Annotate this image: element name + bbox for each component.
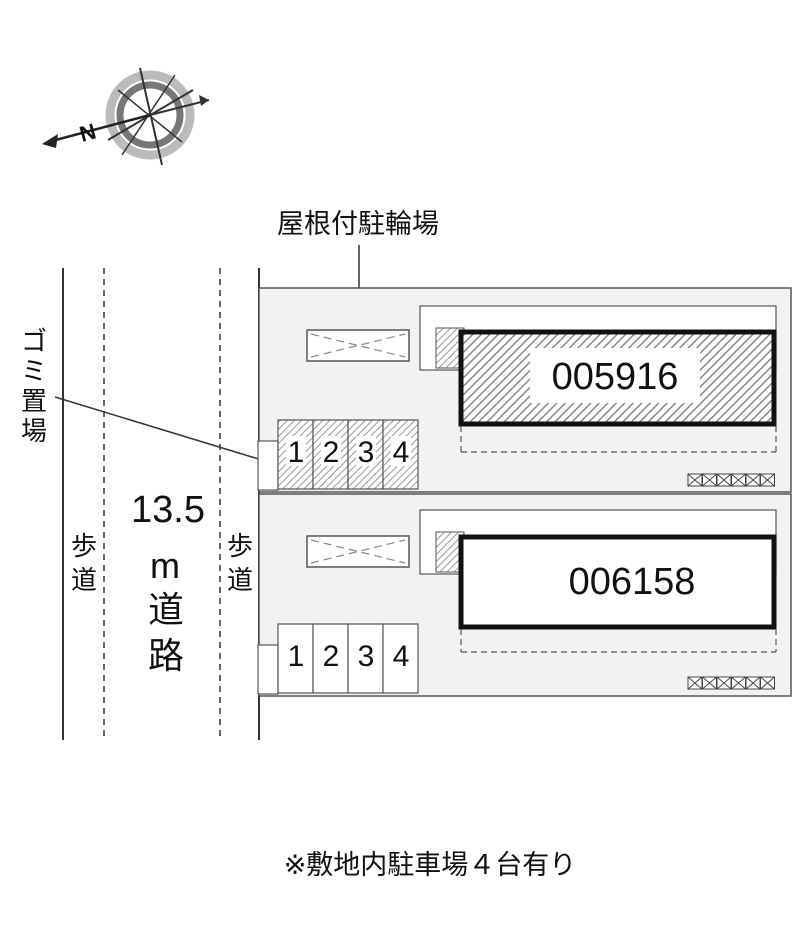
sidewalk-right-label: 歩道 [227,532,253,596]
compass-label: N [77,119,99,147]
bicycle-parking-label: 屋根付駐輪場 [277,209,439,240]
parking-space-number: 2 [323,640,340,673]
fence-marker-lower [687,676,775,690]
parking-space-number: 1 [288,436,305,469]
garbage-box [257,440,279,491]
north-arrow-icon [42,67,210,166]
parking-space-number: 2 [323,436,340,469]
parking-space-number: 3 [358,436,375,469]
parking-space-number: 3 [358,640,375,673]
garbage-area-label: ゴミ置場 [21,327,47,447]
road-width-number: 13.5 [131,489,205,531]
parking-space-number: 4 [393,436,410,469]
sidewalk-left-label: 歩道 [71,532,97,596]
garbage-area-leader [54,396,276,465]
road-width-unit: m [150,545,180,586]
parking-space-number: 4 [393,640,410,673]
building-lower [458,534,777,630]
road-label: 道路 [148,590,184,677]
fence-marker-upper [687,473,775,487]
bicycle-shed-lower [306,535,410,568]
building-id-upper: 005916 [552,356,679,398]
parking-note: ※敷地内駐車場４台有り [284,850,577,881]
parking-space-number: 1 [288,640,305,673]
storage-box [257,644,279,695]
parking-space [347,623,384,694]
bicycle-shed-upper [306,329,410,362]
building-id-lower: 006158 [569,561,696,603]
